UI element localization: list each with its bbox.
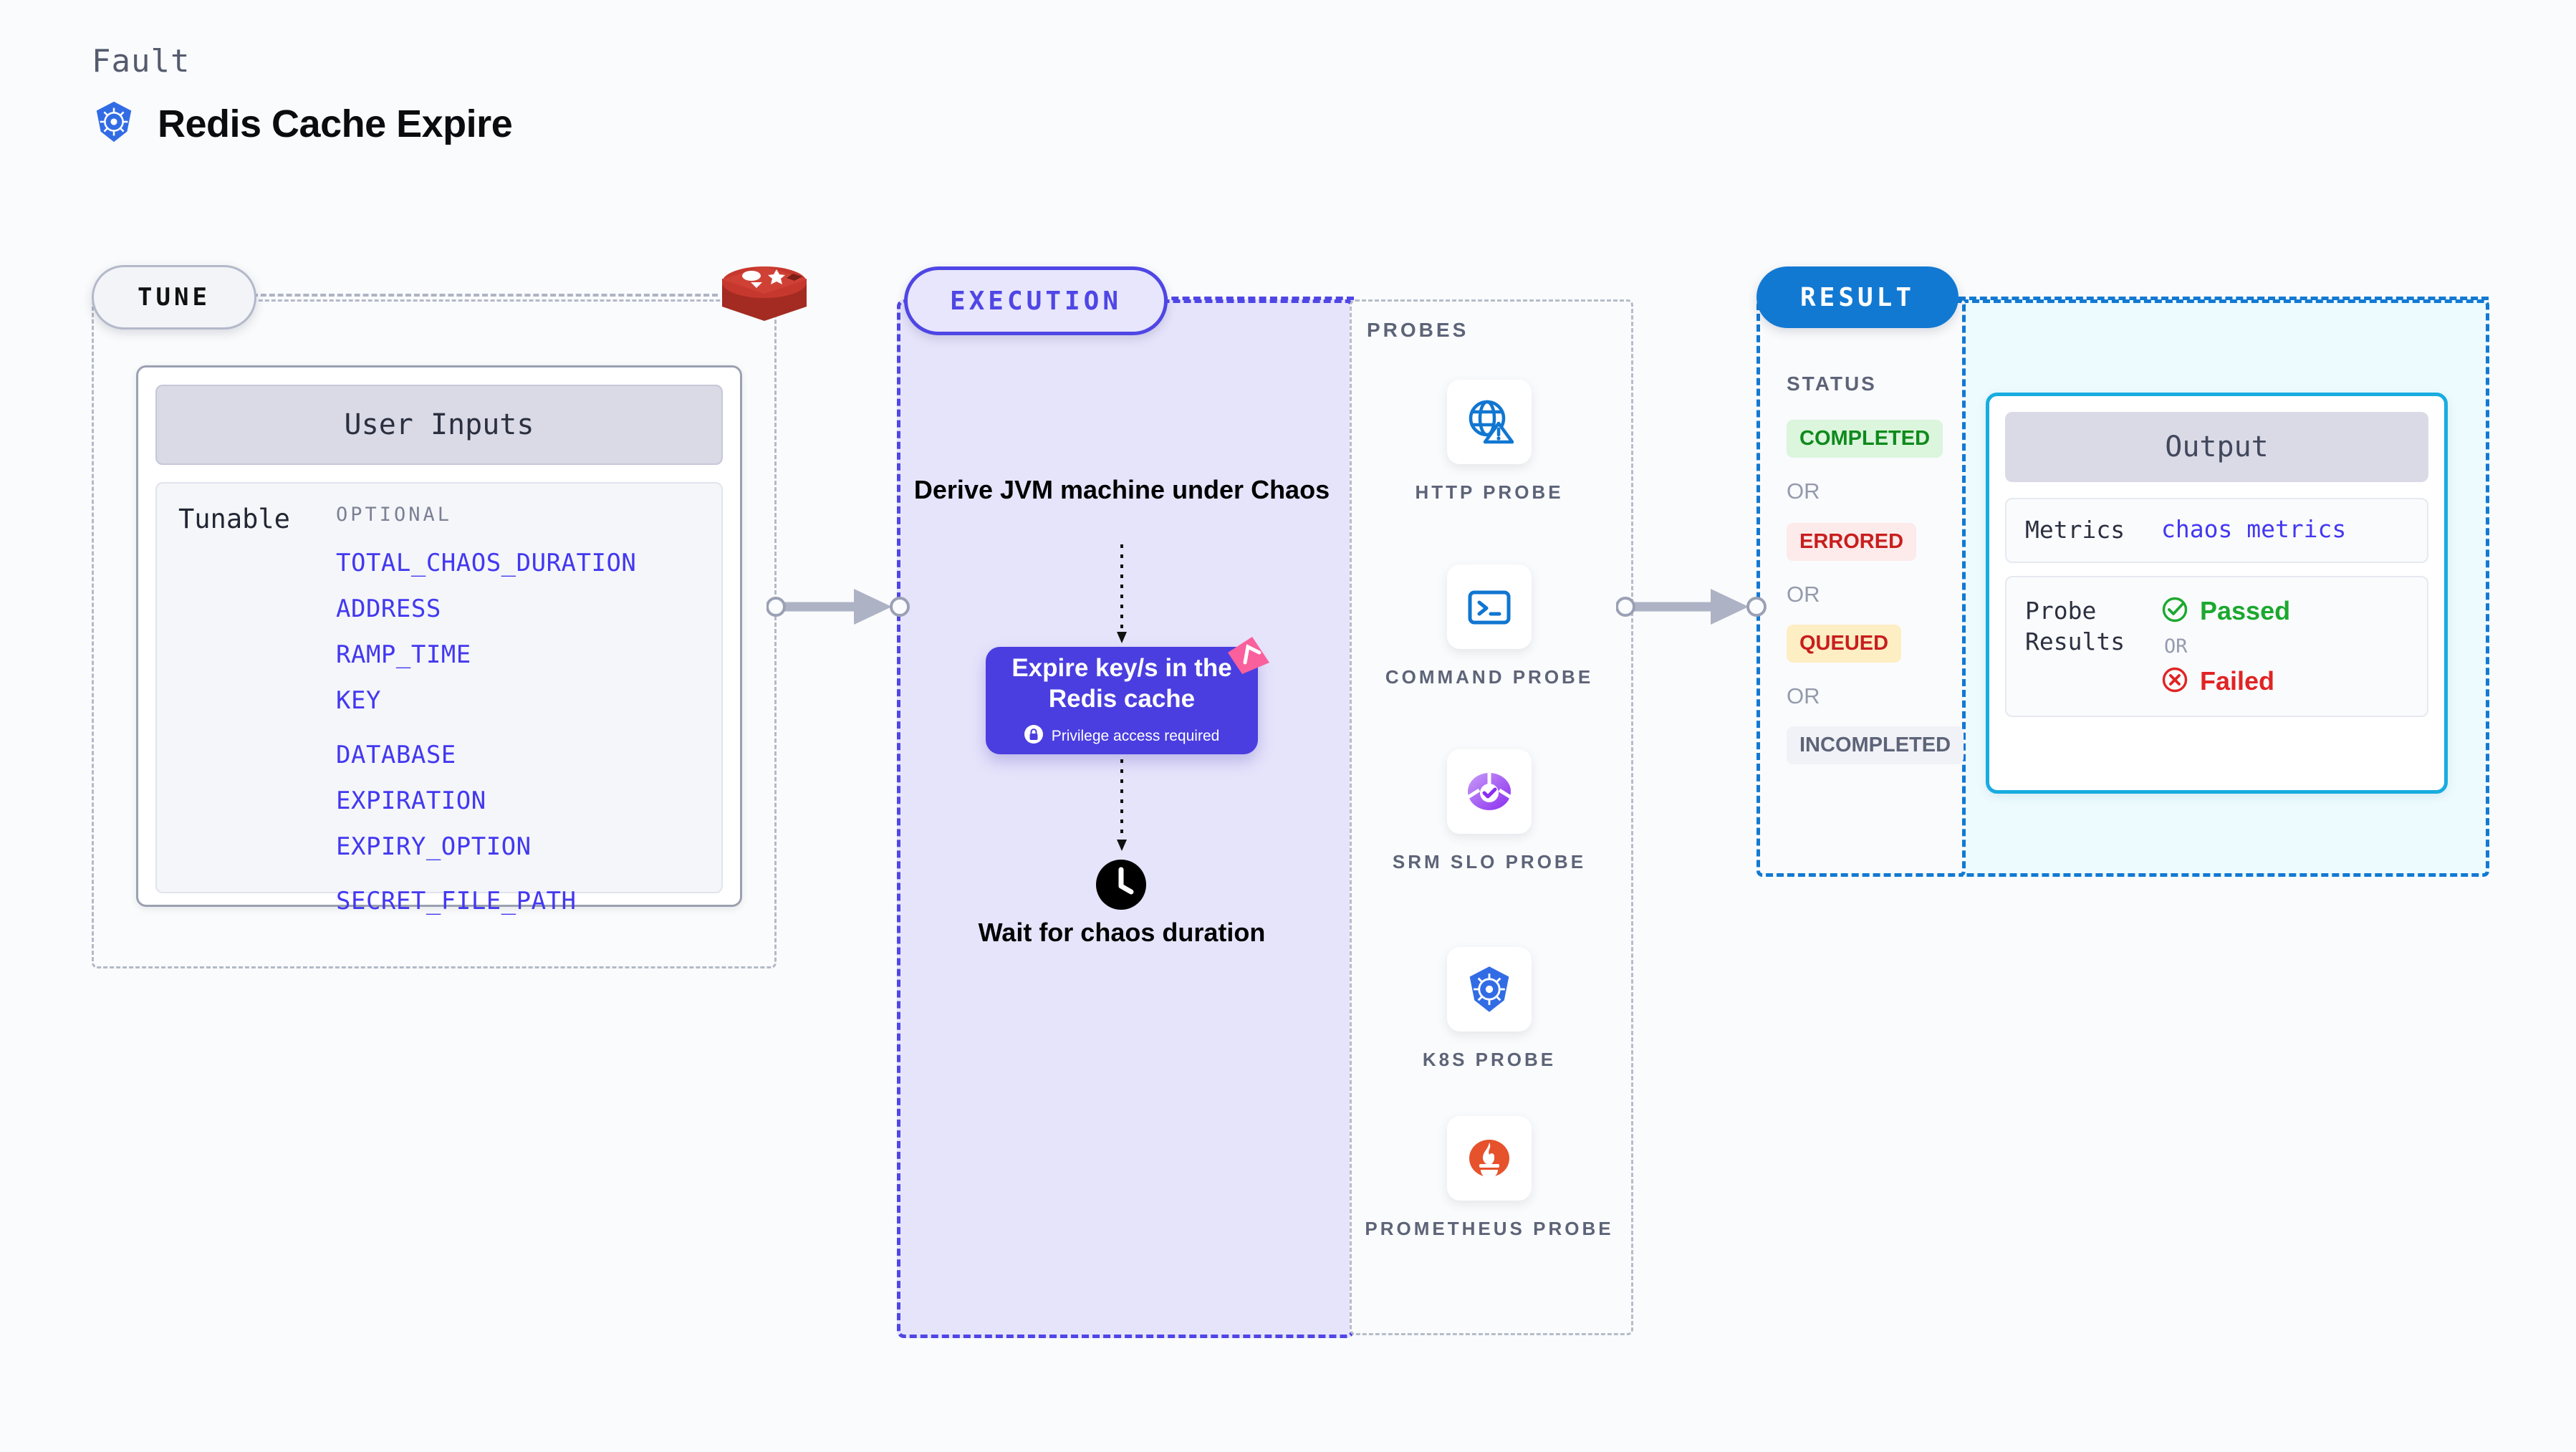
- probe-label: SRM SLO PROBE: [1392, 851, 1587, 872]
- action-title: Expire key/s in the Redis cache: [1011, 654, 1232, 713]
- lock-icon: [1024, 724, 1043, 748]
- result-connector: [1959, 297, 2489, 300]
- or-label: OR: [2164, 635, 2188, 658]
- terminal-icon: [1447, 564, 1532, 649]
- param-item[interactable]: SECRET_FILE_PATH: [336, 887, 577, 915]
- probe-result-failed: Failed: [2161, 666, 2290, 697]
- param-item[interactable]: RAMP_TIME: [336, 640, 471, 669]
- litmus-ribbon-icon: [1224, 631, 1274, 678]
- page-title: Redis Cache Expire: [158, 102, 513, 145]
- metrics-key: Metrics: [2025, 516, 2125, 544]
- wait-step-label: Wait for chaos duration: [978, 918, 1266, 947]
- tunable-section: Tunable OPTIONAL TOTAL_CHAOS_DURATION AD…: [155, 482, 723, 915]
- or-label: OR: [1787, 479, 1820, 504]
- srm-slo-gauge-icon: [1447, 749, 1532, 834]
- output-metrics-row: Metrics chaos metrics: [2005, 498, 2428, 563]
- clock-icon: [1095, 858, 1148, 911]
- tunable-label: Tunable: [178, 504, 290, 534]
- probes-label: PROBES: [1367, 319, 1469, 341]
- param-item[interactable]: KEY: [336, 686, 381, 715]
- kubernetes-icon: [92, 100, 136, 148]
- user-inputs-card: User Inputs Tunable OPTIONAL TOTAL_CHAOS…: [136, 365, 742, 915]
- probe-result-passed: Passed: [2161, 596, 2290, 627]
- execution-connector: [1160, 297, 1354, 300]
- connector-execution-to-result: [1616, 589, 1767, 625]
- globe-warning-icon: [1447, 380, 1532, 464]
- probe-results-key: Probe Results: [2025, 596, 2125, 655]
- derive-step-label: Derive JVM machine under Chaos: [913, 475, 1330, 504]
- param-item[interactable]: DATABASE: [336, 741, 456, 769]
- metrics-value[interactable]: chaos metrics: [2161, 515, 2347, 543]
- prometheus-flame-icon: [1447, 1116, 1532, 1201]
- execution-panel: [897, 299, 1354, 1338]
- probe-label: HTTP PROBE: [1415, 481, 1564, 503]
- output-title: Output: [2005, 412, 2428, 482]
- status-badge-incompleted: INCOMPLETED: [1787, 726, 1964, 764]
- kubernetes-icon: [1447, 947, 1532, 1032]
- tunable-params-list: OPTIONAL TOTAL_CHAOS_DURATION ADDRESS RA…: [336, 504, 721, 915]
- tune-badge: TUNE: [92, 265, 256, 330]
- status-badge-queued: QUEUED: [1787, 625, 1902, 663]
- redis-logo-icon: [718, 252, 811, 337]
- status-badge-errored: ERRORED: [1787, 523, 1917, 561]
- probe-item-prometheus[interactable]: PROMETHEUS PROBE: [1350, 1116, 1629, 1241]
- passed-label: Passed: [2200, 596, 2291, 626]
- eyebrow-label: Fault: [92, 43, 191, 80]
- connector-tune-to-execution: [766, 589, 910, 625]
- param-item[interactable]: EXPIRY_OPTION: [336, 832, 532, 861]
- probe-label: PROMETHEUS PROBE: [1365, 1218, 1614, 1239]
- param-item[interactable]: ADDRESS: [336, 595, 441, 623]
- result-badge: RESULT: [1756, 266, 1959, 328]
- probe-item-http[interactable]: HTTP PROBE: [1350, 380, 1629, 505]
- param-item[interactable]: EXPIRATION: [336, 787, 486, 815]
- page-header: Fault Redis Cache Expire: [92, 43, 513, 148]
- dotted-connector-action-to-wait: [1117, 759, 1127, 851]
- probe-item-command[interactable]: COMMAND PROBE: [1350, 564, 1629, 690]
- title-row: Redis Cache Expire: [92, 100, 513, 148]
- dotted-connector-derive-to-action: [1117, 544, 1127, 643]
- optional-label: OPTIONAL: [336, 504, 453, 526]
- action-note-label: Privilege access required: [1051, 727, 1220, 744]
- status-label: STATUS: [1787, 372, 1877, 395]
- probe-item-srm-slo[interactable]: SRM SLO PROBE: [1350, 749, 1629, 875]
- execution-badge: EXECUTION: [904, 266, 1168, 335]
- probe-item-k8s[interactable]: K8S PROBE: [1350, 947, 1629, 1072]
- action-card[interactable]: Expire key/s in the Redis cache Privileg…: [986, 637, 1269, 754]
- param-item[interactable]: TOTAL_CHAOS_DURATION: [336, 549, 637, 577]
- output-card: Output Metrics chaos metrics Probe Resul…: [1986, 393, 2448, 794]
- or-label: OR: [1787, 582, 1820, 607]
- failed-label: Failed: [2200, 666, 2275, 696]
- action-note: Privilege access required: [1024, 724, 1220, 748]
- probe-results-values: Passed OR Failed: [2161, 596, 2290, 697]
- x-circle-icon: [2161, 666, 2188, 697]
- or-label: OR: [1787, 683, 1820, 708]
- probe-label: K8S PROBE: [1422, 1049, 1557, 1070]
- tune-source-connector: [252, 294, 718, 297]
- status-panel: [1756, 299, 1966, 877]
- probe-label: COMMAND PROBE: [1385, 666, 1594, 688]
- status-badge-completed: COMPLETED: [1787, 420, 1943, 458]
- user-inputs-title: User Inputs: [155, 385, 723, 465]
- output-probe-results-row: Probe Results Passed OR: [2005, 575, 2428, 717]
- check-circle-icon: [2161, 596, 2188, 627]
